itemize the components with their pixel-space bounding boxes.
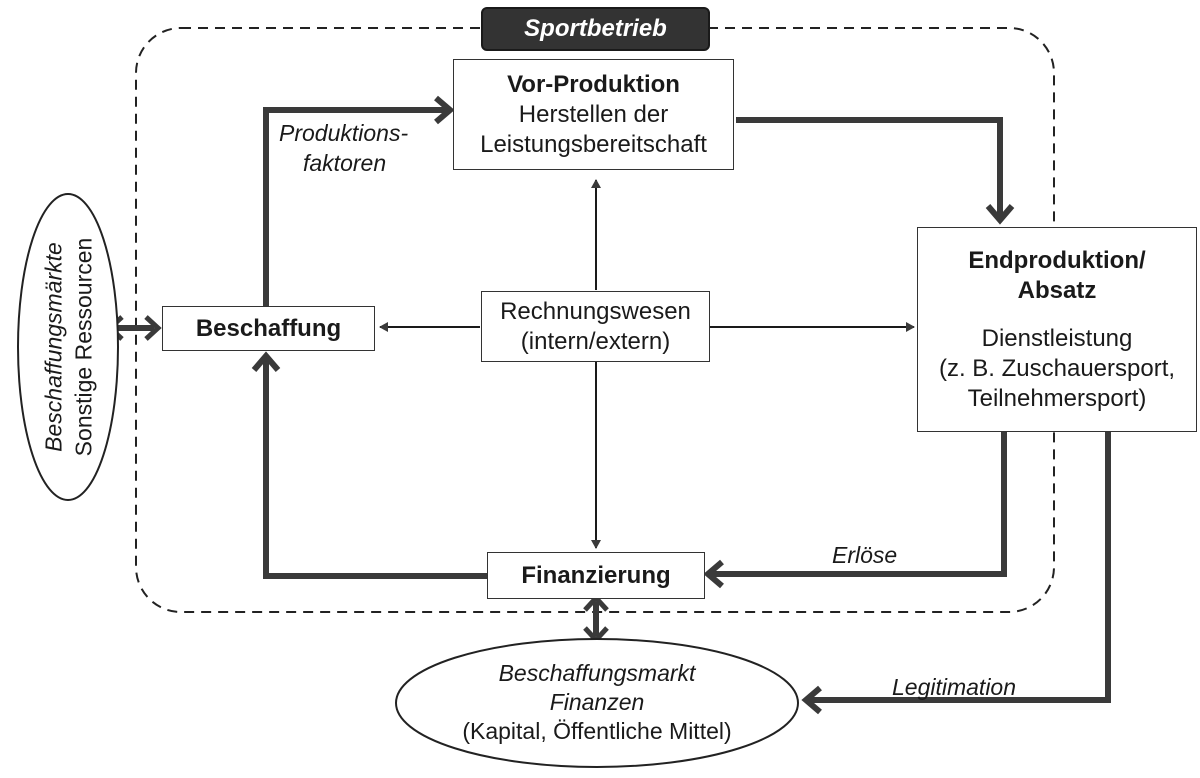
markt-finanzen-text: Beschaffungsmarkt Finanzen (Kapital, Öff… bbox=[400, 652, 794, 752]
arrow-legitimation bbox=[810, 432, 1111, 703]
vorproduktion-line1: Herstellen der bbox=[518, 100, 669, 128]
vorproduktion-line2: Leistungsbereitschaft bbox=[480, 130, 707, 158]
endproduktion-line3: Teilnehmersport) bbox=[967, 384, 1147, 412]
markt-ressourcen-line1: Beschaffungsmärkte bbox=[40, 242, 66, 452]
arrowhead-erloese bbox=[703, 559, 724, 589]
label-produktionsfaktoren-2: faktoren bbox=[303, 150, 387, 176]
markt-ressourcen-text: Beschaffungsmärkte Sonstige Ressourcen bbox=[18, 162, 118, 532]
markt-finanzen-line3: (Kapital, Öffentliche Mittel) bbox=[462, 717, 732, 744]
node-vorproduktion: Vor-Produktion Herstellen der Leistungsb… bbox=[453, 59, 734, 170]
finanzierung-title: Finanzierung bbox=[521, 561, 671, 589]
rechnungswesen-line1: Rechnungswesen bbox=[500, 297, 691, 325]
markt-ressourcen-line2: Sonstige Ressourcen bbox=[70, 237, 96, 457]
double-arrow-ressourcen-head-right bbox=[144, 315, 162, 341]
node-endproduktion: Endproduktion/ Absatz Dienstleistung (z.… bbox=[917, 227, 1197, 432]
node-rechnungswesen: Rechnungswesen (intern/extern) bbox=[481, 291, 710, 362]
markt-finanzen-line2: Finanzen bbox=[549, 688, 645, 715]
arrowhead-vorproduktion-endproduktion bbox=[985, 204, 1015, 225]
beschaffung-title: Beschaffung bbox=[195, 314, 342, 342]
ellipse-markt-ressourcen bbox=[17, 193, 119, 501]
endproduktion-title-line1: Endproduktion/ bbox=[968, 246, 1146, 274]
arrow-finanzierung-beschaffung bbox=[263, 360, 487, 579]
arrow-produktionsfaktoren bbox=[263, 107, 446, 306]
arrowhead-legitimation bbox=[801, 685, 822, 715]
node-finanzierung: Finanzierung bbox=[487, 552, 705, 599]
arrowhead-produktionsfaktoren bbox=[434, 95, 455, 125]
endproduktion-line2: (z. B. Zuschauersport, bbox=[938, 354, 1176, 382]
vorproduktion-title: Vor-Produktion bbox=[507, 70, 680, 98]
ellipse-markt-finanzen bbox=[395, 638, 799, 768]
arrow-vorproduktion-endproduktion bbox=[736, 117, 1003, 216]
endproduktion-title-line2: Absatz bbox=[1017, 276, 1097, 304]
arrowhead-finanzierung-beschaffung bbox=[251, 351, 281, 372]
arrow-erloese bbox=[712, 432, 1007, 577]
markt-finanzen-line1: Beschaffungsmarkt bbox=[498, 659, 696, 686]
label-erloese: Erlöse bbox=[832, 542, 898, 568]
sportbetrieb-title: Sportbetrieb bbox=[481, 7, 710, 51]
node-beschaffung: Beschaffung bbox=[162, 306, 375, 351]
label-legitimation: Legitimation bbox=[892, 674, 1017, 700]
rechnungswesen-line2: (intern/extern) bbox=[520, 327, 671, 355]
label-produktionsfaktoren-1: Produktions- bbox=[279, 120, 409, 146]
endproduktion-line1: Dienstleistung bbox=[981, 324, 1133, 352]
